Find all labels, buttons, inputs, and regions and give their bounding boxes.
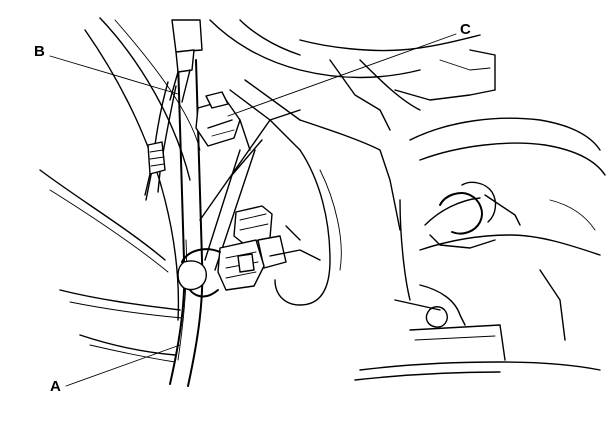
- leader-lines: [49, 33, 457, 387]
- callout-label-b: B: [34, 43, 45, 60]
- top-rod-fitting: [169, 19, 203, 103]
- sensor-tube-b: [144, 81, 177, 201]
- callout-label-c: C: [460, 21, 471, 38]
- right-bracket-assembly: [354, 117, 606, 381]
- lower-connector-cluster: [177, 205, 321, 298]
- leader-line-c: [227, 33, 457, 117]
- leader-line-a: [65, 344, 181, 387]
- body-panel-lines: [39, 17, 496, 363]
- callout-label-a: A: [50, 378, 61, 395]
- connector-c: [195, 91, 251, 151]
- leader-line-b: [49, 55, 179, 95]
